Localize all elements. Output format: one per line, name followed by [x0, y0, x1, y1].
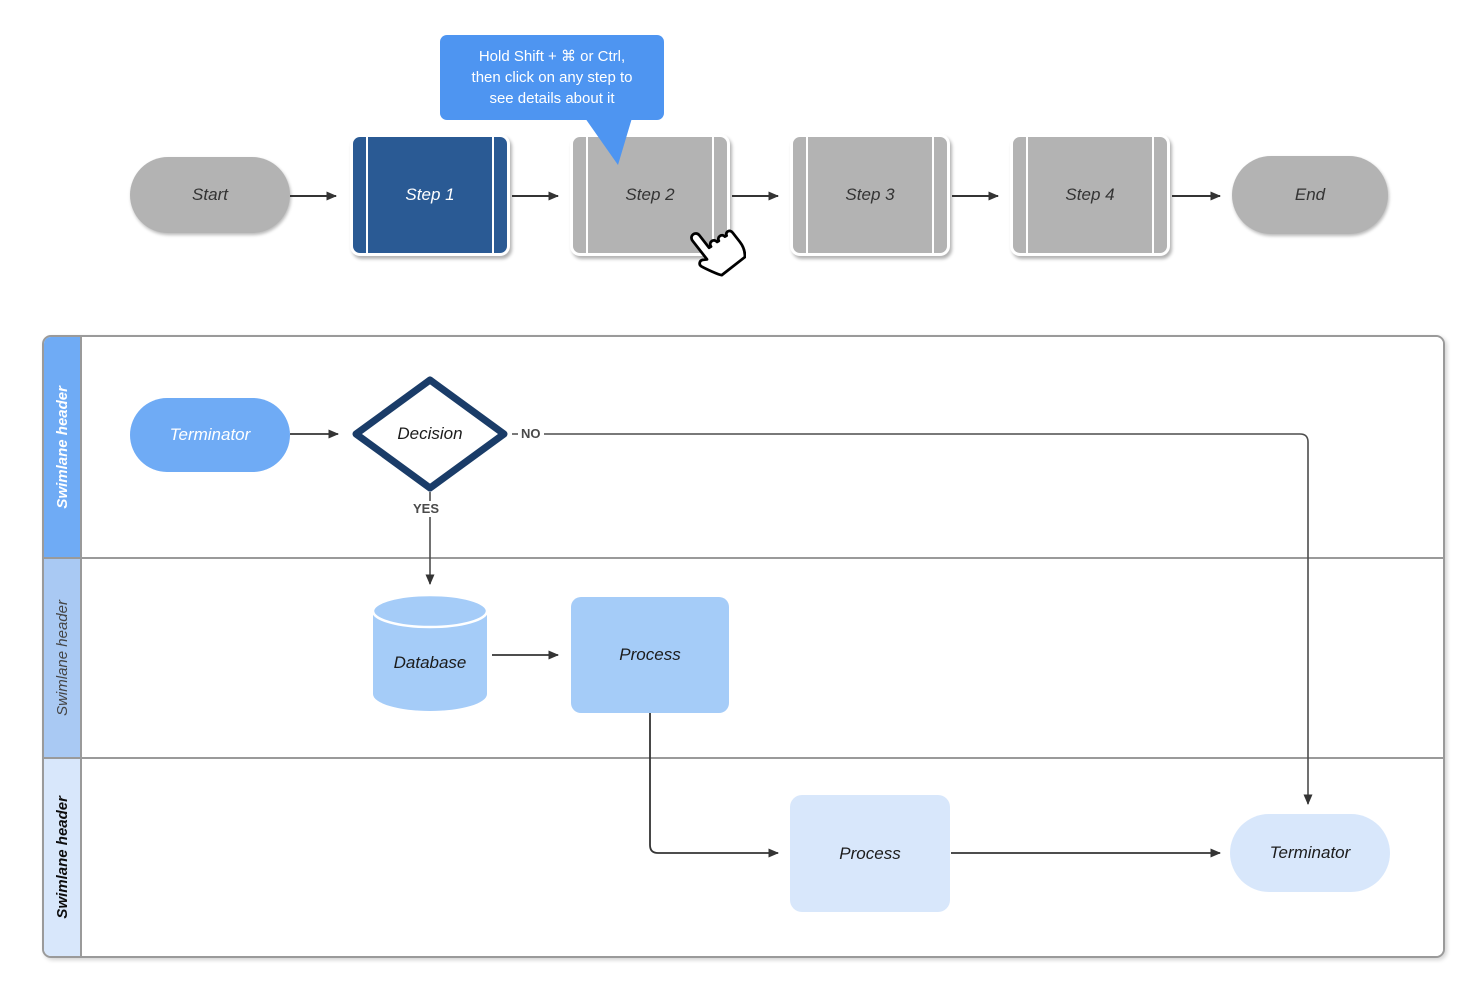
diamond-shape-icon: [352, 376, 508, 492]
end-label: End: [1294, 185, 1326, 204]
edge-label-no: NO: [518, 426, 544, 442]
hint-tooltip-line: Hold Shift + ⌘ or Ctrl,: [478, 48, 626, 65]
step-4-label: Step 4: [1065, 185, 1115, 204]
terminator-lane1[interactable]: Terminator: [130, 398, 290, 472]
edge-label-yes: YES: [410, 501, 443, 517]
hint-tooltip-line: then click on any step to: [471, 69, 633, 86]
step-inner-line: [712, 137, 714, 253]
step-inner-line: [1026, 137, 1028, 253]
swimlane-header-3-label: Swimlane header: [53, 796, 71, 919]
flow-step-3[interactable]: Step 3: [790, 134, 950, 256]
step-inner-line: [366, 137, 368, 253]
process-lane2[interactable]: Process: [571, 597, 729, 713]
terminator-lane1-label: Terminator: [169, 425, 251, 444]
swimlane-lane-2: Swimlane header: [44, 559, 1443, 759]
step-inner-line: [492, 137, 494, 253]
swimlane-header-3[interactable]: Swimlane header: [44, 759, 82, 956]
process-lane2-label: Process: [619, 645, 681, 664]
step-inner-line: [586, 137, 588, 253]
step-2-label: Step 2: [625, 185, 675, 204]
decision-diamond[interactable]: Decision: [348, 372, 512, 496]
start-terminator[interactable]: Start: [130, 157, 290, 233]
swimlane-header-1-label: Swimlane header: [53, 385, 71, 509]
start-label: Start: [192, 185, 228, 204]
flow-step-1[interactable]: Step 1: [350, 134, 510, 256]
terminator-lane3[interactable]: Terminator: [1230, 814, 1390, 892]
step-inner-line: [932, 137, 934, 253]
flow-step-4[interactable]: Step 4: [1010, 134, 1170, 256]
end-terminator[interactable]: End: [1232, 156, 1388, 234]
step-1-label: Step 1: [405, 185, 455, 204]
step-inner-line: [1152, 137, 1154, 253]
decision-label: Decision: [397, 424, 463, 443]
swimlane-header-2[interactable]: Swimlane header: [44, 559, 82, 757]
step-3-label: Step 3: [845, 185, 895, 204]
process-lane3-label: Process: [839, 843, 901, 863]
cylinder-shape-icon: [371, 593, 489, 711]
swimlane-body-2: [82, 559, 1443, 757]
terminator-lane3-label: Terminator: [1269, 843, 1351, 862]
database-label: Database: [393, 652, 467, 672]
process-lane3[interactable]: Process: [790, 795, 950, 912]
hint-tooltip-line: see details about it: [489, 90, 615, 107]
swimlane-header-1[interactable]: Swimlane header: [44, 337, 82, 557]
database-cylinder[interactable]: Database: [370, 592, 490, 713]
swimlane-header-2-label: Swimlane header: [53, 600, 71, 716]
flow-step-2[interactable]: Step 2: [570, 134, 730, 256]
hint-tooltip: Hold Shift + ⌘ or Ctrl, then click on an…: [440, 35, 664, 120]
step-inner-line: [806, 137, 808, 253]
